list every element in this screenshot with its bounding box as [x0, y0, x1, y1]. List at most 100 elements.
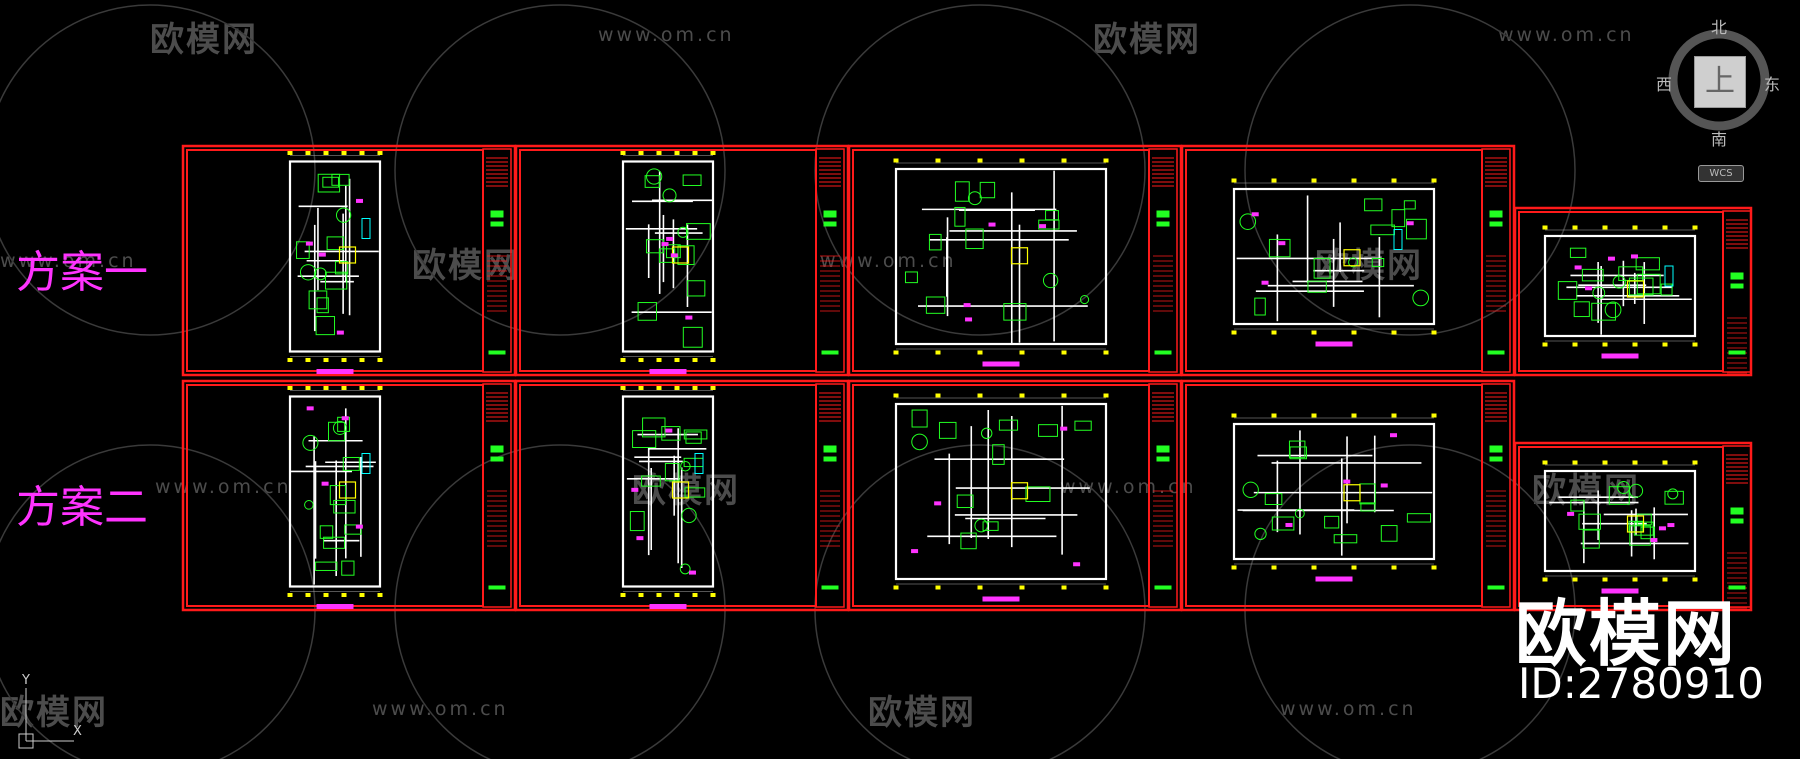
title-block-mark: [1489, 210, 1503, 218]
dimension-tick: [935, 393, 941, 398]
furniture-block: [1045, 210, 1059, 221]
compass-north[interactable]: 北: [1711, 18, 1728, 37]
accent-fixture: [361, 218, 371, 239]
watermark-ring: [394, 4, 726, 336]
dimension-tick: [377, 358, 383, 362]
dimension-tick: [1572, 342, 1578, 347]
furniture-block: [1403, 200, 1416, 210]
room-label: [1630, 254, 1638, 259]
room-label: [1406, 221, 1414, 226]
dimension-tick: [1311, 178, 1317, 183]
title-block-mark: [1730, 272, 1744, 280]
dimension-tick: [323, 386, 329, 390]
title-block-mark: [1156, 445, 1170, 453]
furniture-round: [1412, 289, 1430, 307]
furniture-block: [1371, 258, 1385, 268]
dimension-tick: [977, 585, 983, 590]
room-label: [631, 487, 639, 492]
compass-south[interactable]: 南: [1711, 130, 1728, 149]
dimension-tick: [323, 151, 329, 155]
dimension-tick: [1572, 225, 1578, 230]
dimension-tick: [1431, 413, 1437, 418]
scheme-label-2: 方案二: [16, 482, 148, 533]
room-label: [1343, 479, 1351, 484]
furniture-block: [344, 524, 362, 535]
dimension-tick: [1692, 460, 1698, 465]
drawing-sheet: [181, 144, 517, 377]
title-block: [815, 148, 845, 373]
furniture-block: [642, 417, 666, 438]
dimension-tick: [1103, 350, 1109, 355]
title-block-mark: [1730, 507, 1744, 515]
title-block-mark: [821, 585, 839, 590]
stair-core: [338, 246, 357, 264]
furniture-block: [1608, 486, 1630, 505]
furniture-block: [296, 241, 310, 259]
furniture-round: [680, 460, 691, 472]
dimension-tick: [638, 358, 644, 362]
dimension-tick: [656, 593, 662, 597]
wcs-menu-button[interactable]: WCS: [1698, 165, 1744, 182]
sheet-caption: [1315, 576, 1353, 582]
watermark-logo: 欧模网: [0, 693, 108, 733]
furniture-round: [1667, 488, 1679, 500]
sheet-caption: [316, 604, 354, 609]
furniture-block: [992, 444, 1005, 465]
title-block-mark: [490, 221, 504, 227]
furniture-round: [1239, 213, 1257, 230]
sheet-frame: [1513, 206, 1753, 377]
furniture-block: [1025, 486, 1051, 503]
furniture-block: [632, 430, 657, 448]
furniture-block: [682, 174, 702, 186]
dimension-tick: [377, 386, 383, 390]
dimension-tick: [1391, 330, 1397, 335]
plan-outer-wall: [1543, 469, 1697, 573]
room-label: [670, 253, 678, 258]
furniture-block: [982, 521, 999, 531]
dimension-tick: [656, 386, 662, 390]
room-label: [318, 252, 326, 257]
dimension-tick: [1431, 565, 1437, 570]
drawing-sheet-small: [1513, 441, 1753, 612]
room-label: [665, 428, 673, 433]
dimension-tick: [620, 593, 626, 597]
watermark-url: www.om.cn: [1498, 24, 1635, 46]
furniture-round: [1242, 481, 1259, 499]
furniture-block: [324, 271, 348, 290]
compass-west[interactable]: 西: [1656, 75, 1673, 94]
viewcube-top-face[interactable]: 上: [1694, 56, 1746, 108]
dimension-tick: [656, 358, 662, 362]
furniture-block: [1635, 257, 1660, 271]
furniture-block: [333, 499, 356, 514]
furniture-block: [1359, 483, 1376, 505]
plan-outer-wall: [894, 402, 1108, 581]
room-label: [305, 241, 313, 246]
compass-east[interactable]: 东: [1764, 75, 1781, 94]
sheet-inner-frame: [852, 149, 1150, 372]
dimension-tick: [1692, 225, 1698, 230]
title-block: [815, 383, 845, 608]
dimension-tick: [1351, 413, 1357, 418]
brand-name: 欧模网: [1515, 592, 1738, 676]
dimension-tick: [1572, 577, 1578, 582]
room-label: [688, 570, 696, 575]
sheet-inner-frame: [852, 384, 1150, 607]
drawing-sheet: [514, 379, 850, 612]
sheet-caption: [1601, 353, 1639, 359]
furniture-block: [1324, 515, 1340, 529]
title-block-mark: [823, 445, 837, 453]
furniture-block: [1288, 440, 1306, 459]
furniture-round: [677, 226, 689, 238]
dimension-tick: [893, 393, 899, 398]
stair-core: [1343, 484, 1361, 502]
dimension-tick: [1632, 342, 1638, 347]
furniture-block: [645, 239, 665, 254]
sheet-frame: [847, 379, 1183, 612]
title-block-mark: [1728, 350, 1746, 355]
room-label: [1607, 256, 1615, 261]
dimension-tick: [692, 386, 698, 390]
dimension-tick: [287, 151, 293, 155]
plan-outer-wall: [621, 160, 715, 353]
